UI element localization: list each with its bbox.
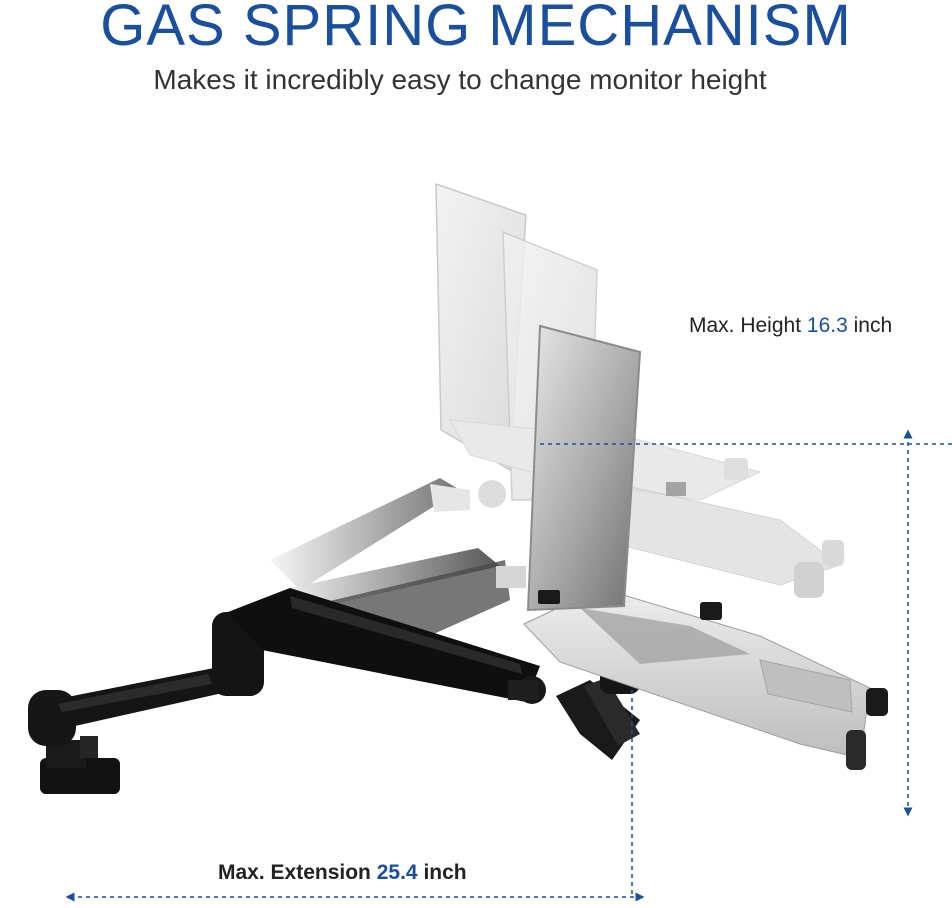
max-extension-label: Max. Extension 25.4 inch (218, 860, 467, 886)
ghost-arm-upper (270, 478, 506, 590)
page-title: GAS SPRING MECHANISM (100, 0, 852, 58)
ghost-laptop-middle (599, 479, 844, 598)
page-subtitle: Makes it incredibly easy to change monit… (153, 64, 767, 95)
max-height-unit: inch (853, 314, 893, 337)
max-extension-value: 25.4 (376, 861, 418, 884)
laptop-tray-main (523, 324, 888, 770)
max-height-label: Max. Height 16.3 inch (689, 313, 892, 339)
max-height-text: Max. Height (689, 314, 802, 337)
max-extension-unit: inch (423, 861, 467, 884)
max-extension-text: Max. Extension (218, 861, 371, 884)
max-height-value: 16.3 (806, 314, 848, 337)
